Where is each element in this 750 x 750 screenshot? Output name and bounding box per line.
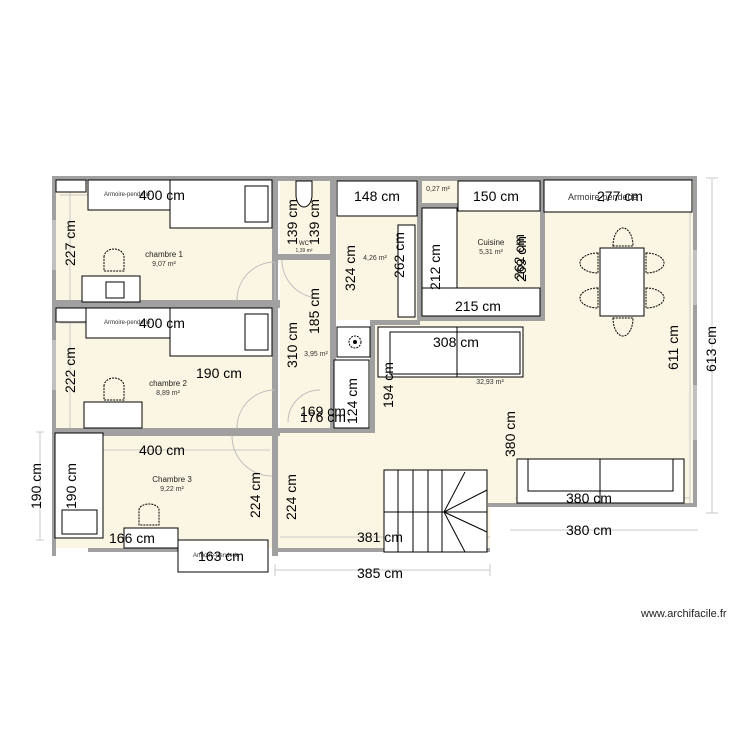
sofa-top — [377, 326, 524, 378]
dim-ch3-outer: 190 cm — [28, 463, 44, 509]
dim-ch3-bed: 190 cm — [63, 463, 79, 509]
vanity — [397, 224, 416, 318]
furniture-label-living-wardrobe: Armoire-penderie — [568, 192, 638, 202]
dim-living-h-inner: 611 cm — [665, 325, 681, 370]
toilet — [295, 180, 313, 208]
dim-bath-height: 324 cm — [342, 245, 358, 291]
dim-ch3-height: 224 cm — [247, 472, 263, 518]
dim-ch1-height: 227 cm — [62, 220, 78, 266]
closet — [333, 359, 370, 429]
watermark[interactable]: www.archifacile.fr — [641, 608, 727, 620]
dining-table — [599, 247, 645, 317]
furniture — [54, 179, 693, 573]
dim-ch3-desk: 166 cm — [109, 530, 155, 546]
room-label-wc: WC 1,39 m² — [296, 241, 313, 255]
room-label-chambre-1: chambre 1 9,07 m² — [145, 250, 183, 270]
furniture-label-ch2-wardrobe: Armoire-penderie — [104, 320, 151, 326]
room-area: 5,31 m² — [479, 249, 503, 256]
dim-bath-vanity: 262 cm — [391, 232, 407, 278]
wardrobe-living — [543, 179, 693, 213]
room-area: 3,95 m² — [304, 351, 328, 358]
dim-hall-w2: 176 cm — [300, 409, 346, 425]
room-label-cuisine: Cuisine 5,31 m² — [478, 238, 505, 258]
shower-tray — [336, 326, 371, 358]
kitchen-counter-bottom — [421, 287, 541, 317]
dim-closet-height: 124 cm — [344, 378, 360, 424]
room-label-chambre-3: Chambre 3 9,22 m² — [152, 475, 192, 495]
wardrobe-ch3 — [177, 539, 269, 573]
furniture-label-ch1-wardrobe: Armoire-penderie — [104, 192, 151, 198]
stairs — [383, 469, 488, 553]
dim-ch2-bed: 190 cm — [196, 365, 242, 381]
room-area: 32,93 m² — [476, 379, 504, 386]
wardrobe-ch1 — [87, 179, 171, 211]
room-label-chambre-2: chambre 2 8,89 m² — [149, 379, 187, 399]
dim-living-bottom: 380 cm — [566, 522, 612, 538]
dim-ch1-width: 400 cm — [139, 187, 185, 203]
radiator-2 — [55, 307, 87, 323]
dim-hall-h: 310 cm — [284, 322, 300, 368]
dim-wc-h2: 139 cm — [306, 199, 322, 245]
furniture-label-ch3-wardrobe: Armoire-penderie — [193, 553, 240, 559]
doors — [231, 259, 321, 477]
desk-ch3 — [123, 527, 179, 549]
dim-ch3-wardrobe: 163 cm — [198, 548, 244, 564]
wardrobe-ch2 — [85, 307, 171, 339]
room-name: chambre 2 — [149, 379, 187, 388]
dim-kitchen-left: 212 cm — [427, 244, 443, 290]
room-area: 0,27 m² — [426, 186, 450, 193]
floor-hall[interactable] — [280, 260, 335, 430]
dim-hall-h2: 185 cm — [306, 288, 322, 334]
dim-hall-w1: 169 cm — [300, 403, 346, 419]
dim-ch3-width: 400 cm — [139, 442, 185, 458]
openings — [52, 220, 697, 440]
dim-total-bottom: 385 cm — [357, 565, 403, 581]
dim-kitchen-top: 150 cm — [473, 188, 519, 204]
dim-sofa-top: 308 cm — [433, 334, 479, 350]
kitchen-counter-top — [457, 180, 541, 212]
room-label-living: 32,93 m² — [476, 378, 504, 388]
bed-ch2 — [169, 307, 273, 357]
dim-bath-width: 148 cm — [354, 188, 400, 204]
room-area: 9,22 m² — [160, 486, 184, 493]
bed-ch1 — [169, 179, 273, 229]
desk-ch2 — [83, 401, 143, 429]
dim-sofa-side: 194 cm — [380, 362, 396, 408]
dim-stairs-width: 381 cm — [357, 529, 403, 545]
room-name: Chambre 3 — [152, 475, 192, 484]
room-area: 4,26 m² — [363, 255, 387, 262]
dim-lower-hall-height: 224 cm — [283, 474, 299, 520]
bed-ch3 — [54, 432, 104, 539]
dim-living-wardrobe: 277 cm — [597, 188, 643, 204]
dim-ch2-height: 222 cm — [62, 347, 78, 393]
dim-ch2-width: 400 cm — [139, 315, 185, 331]
dim-wc-h1: 139 cm — [284, 199, 300, 245]
room-name: chambre 1 — [145, 250, 183, 259]
room-name: WC — [298, 241, 309, 247]
room-label-hall: 3,95 m² — [304, 350, 328, 360]
room-area: 9,07 m² — [152, 261, 176, 268]
room-area: 8,89 m² — [156, 390, 180, 397]
room-label-bathroom: 4,26 m² — [363, 254, 387, 264]
dim-kitchen-bottom: 215 cm — [455, 298, 501, 314]
dim-sofa-bottom: 380 cm — [566, 490, 612, 506]
room-name: Cuisine — [477, 238, 505, 247]
dim-living-mid: 380 cm — [502, 411, 518, 457]
dim-living-h-outer: 613 cm — [703, 326, 719, 372]
room-label-closet-small: 0,27 m² — [426, 185, 450, 195]
bathtub — [336, 180, 418, 217]
radiator-1 — [55, 179, 87, 193]
dim-kitchen-right2: 269 cm — [513, 236, 529, 282]
room-area: 1,39 m² — [295, 248, 313, 254]
